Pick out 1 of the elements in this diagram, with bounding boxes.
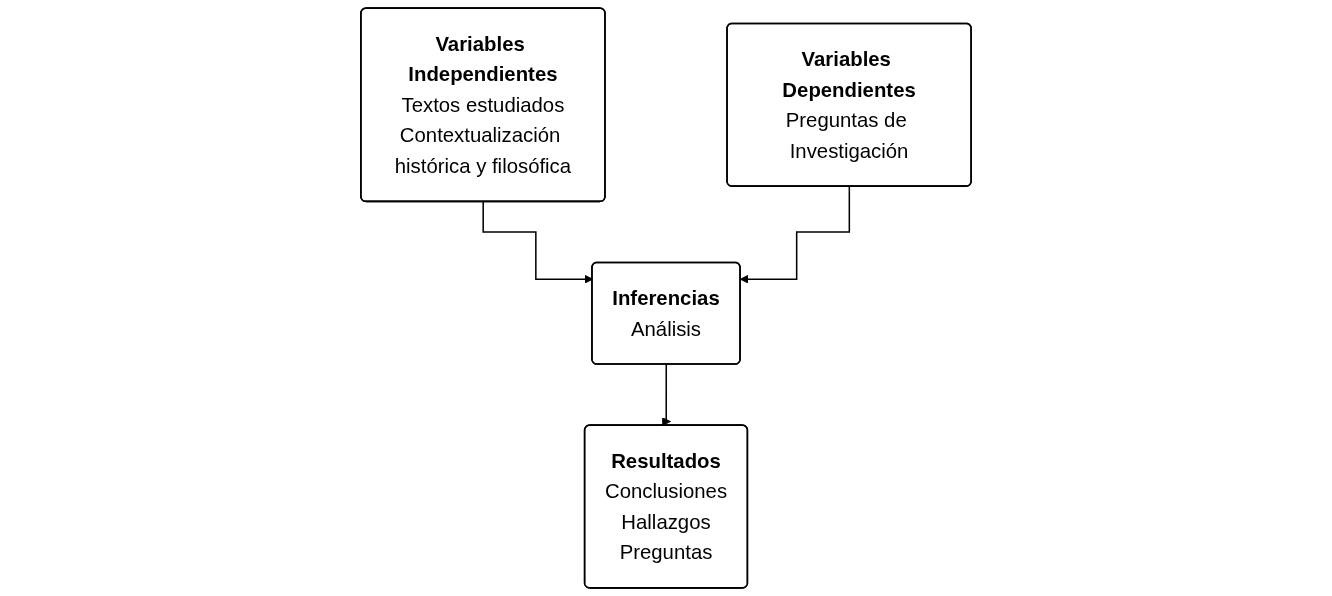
arrow [661,363,671,427]
